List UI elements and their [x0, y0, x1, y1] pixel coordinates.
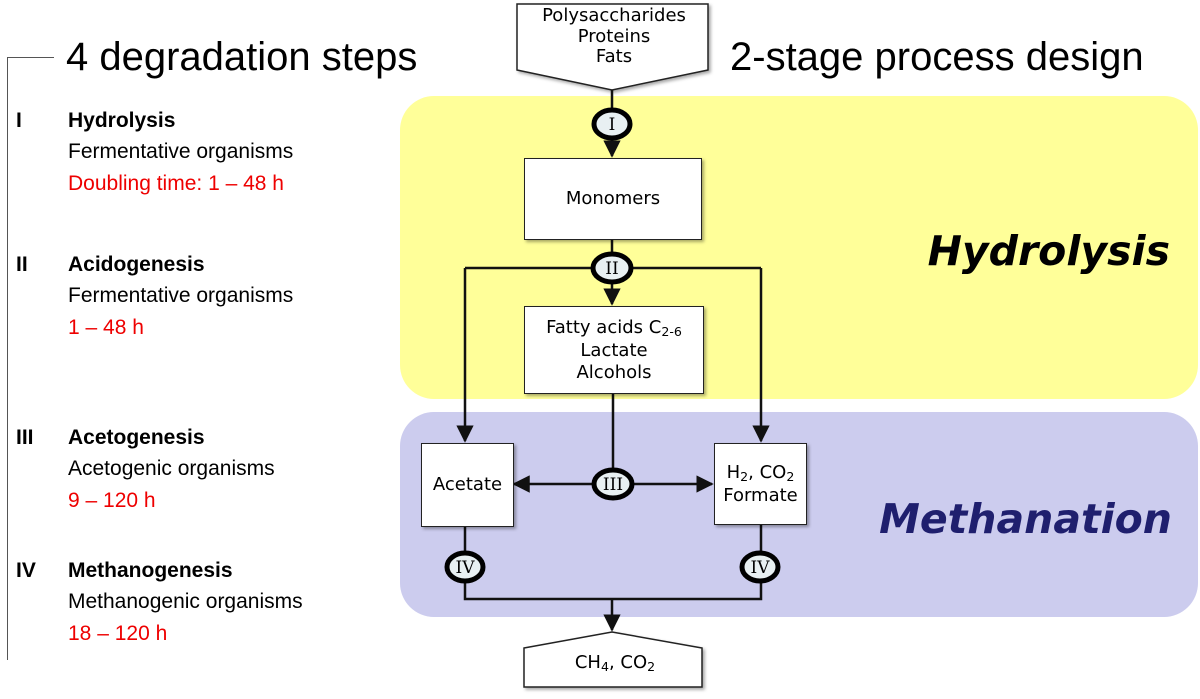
input-fats: Fats [595, 46, 633, 68]
step-doubling-time: 18 – 120 h [68, 622, 168, 645]
step-numeral: IV [16, 559, 36, 582]
acetate-label: Acetate [432, 474, 503, 496]
intermediates-box: Fatty acids C2-6 Lactate Alcohols [524, 306, 704, 394]
step-numeral: III [16, 426, 34, 449]
acetate-box: Acetate [421, 443, 514, 527]
lactate-label: Lactate [580, 340, 648, 362]
hydrolysis-stage-label: Hydrolysis [927, 227, 1170, 275]
step-name: Methanogenesis [68, 559, 233, 582]
step-numeral: I [16, 109, 22, 132]
step-numeral: II [16, 253, 28, 276]
hydrogen-co2-label: H2, CO2 [726, 461, 795, 485]
step-doubling-time: 1 – 48 h [68, 316, 144, 339]
input-polysaccharides: Polysaccharides [542, 5, 686, 26]
step-organisms: Fermentative organisms [68, 284, 294, 307]
step-organisms: Methanogenic organisms [68, 590, 303, 613]
process-design-title: 2-stage process design [730, 35, 1144, 79]
step-doubling-time: Doubling time: 1 – 48 h [68, 172, 284, 195]
step-organisms: Acetogenic organisms [68, 457, 275, 480]
bracket-line-vertical [7, 57, 8, 660]
step-organisms: Fermentative organisms [68, 140, 294, 163]
step-name: Hydrolysis [68, 109, 176, 132]
step-name: Acetogenesis [68, 426, 205, 449]
monomers-label: Monomers [565, 188, 661, 210]
input-substrates: Polysaccharides Proteins Fats [520, 5, 708, 68]
step-doubling-time: 9 – 120 h [68, 489, 156, 512]
input-proteins: Proteins [577, 25, 651, 47]
alcohols-label: Alcohols [576, 361, 652, 383]
monomers-box: Monomers [524, 158, 702, 240]
degradation-steps-title: 4 degradation steps [66, 35, 418, 79]
step-name: Acidogenesis [68, 253, 205, 276]
formate-label: Formate [723, 484, 798, 506]
output-products: CH4, CO2 [574, 652, 656, 675]
fatty-acids-label: Fatty acids C2-6 [546, 317, 682, 340]
methanation-stage-label: Methanation [879, 495, 1172, 543]
bracket-line-horizontal [7, 57, 54, 58]
hydrogen-box: H2, CO2 Formate [714, 443, 807, 525]
